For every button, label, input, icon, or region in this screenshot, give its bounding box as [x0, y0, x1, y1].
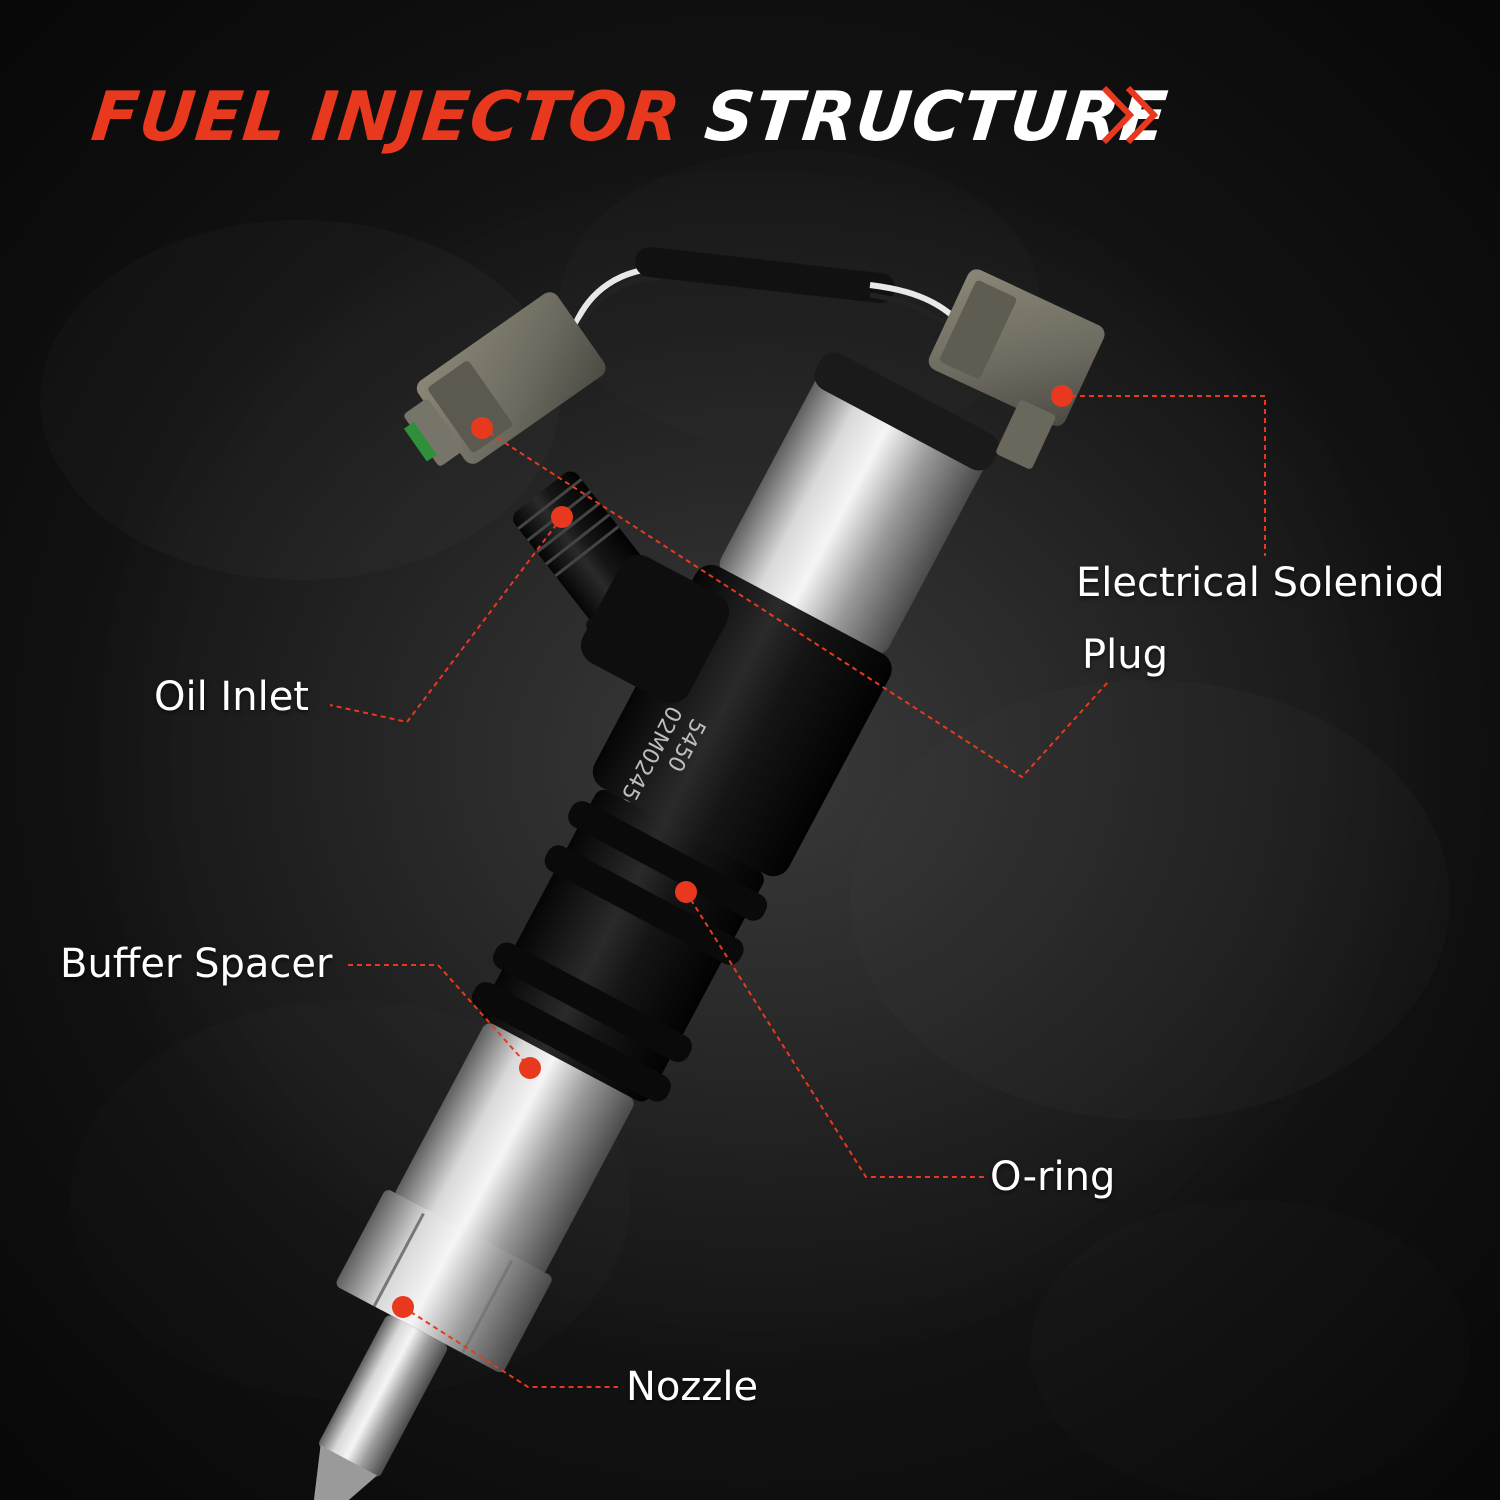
label-buffer-spacer: Buffer Spacer — [60, 941, 333, 987]
marker-nozzle-icon — [392, 1296, 414, 1318]
leader-o-ring — [685, 891, 985, 1178]
marker-buffer-spacer-icon — [519, 1057, 541, 1079]
leader-nozzle — [402, 1306, 618, 1388]
buffer-spacer-sleeve — [336, 1023, 634, 1373]
label-electrical-solenoid: Electrical Soleniod — [1076, 560, 1445, 606]
label-o-ring: O-ring — [990, 1154, 1116, 1200]
label-oil-inlet: Oil Inlet — [154, 674, 309, 720]
marker-oil-inlet-icon — [551, 506, 573, 528]
o-ring-section — [471, 789, 768, 1102]
marker-plug-icon — [471, 417, 493, 439]
leader-oil-inlet — [329, 516, 563, 724]
double-chevron-right-icon — [1101, 85, 1159, 145]
label-nozzle: Nozzle — [626, 1364, 759, 1410]
wire-harness — [572, 247, 958, 337]
nozzle-tip — [313, 1315, 448, 1500]
leader-plug — [481, 427, 1109, 779]
solenoid-housing — [719, 371, 986, 655]
leader-solenoid — [1062, 395, 1266, 556]
leader-buffer-spacer — [348, 964, 531, 1069]
label-plug: Plug — [1082, 632, 1168, 678]
marker-solenoid-icon — [1051, 385, 1073, 407]
marker-o-ring-icon — [675, 881, 697, 903]
